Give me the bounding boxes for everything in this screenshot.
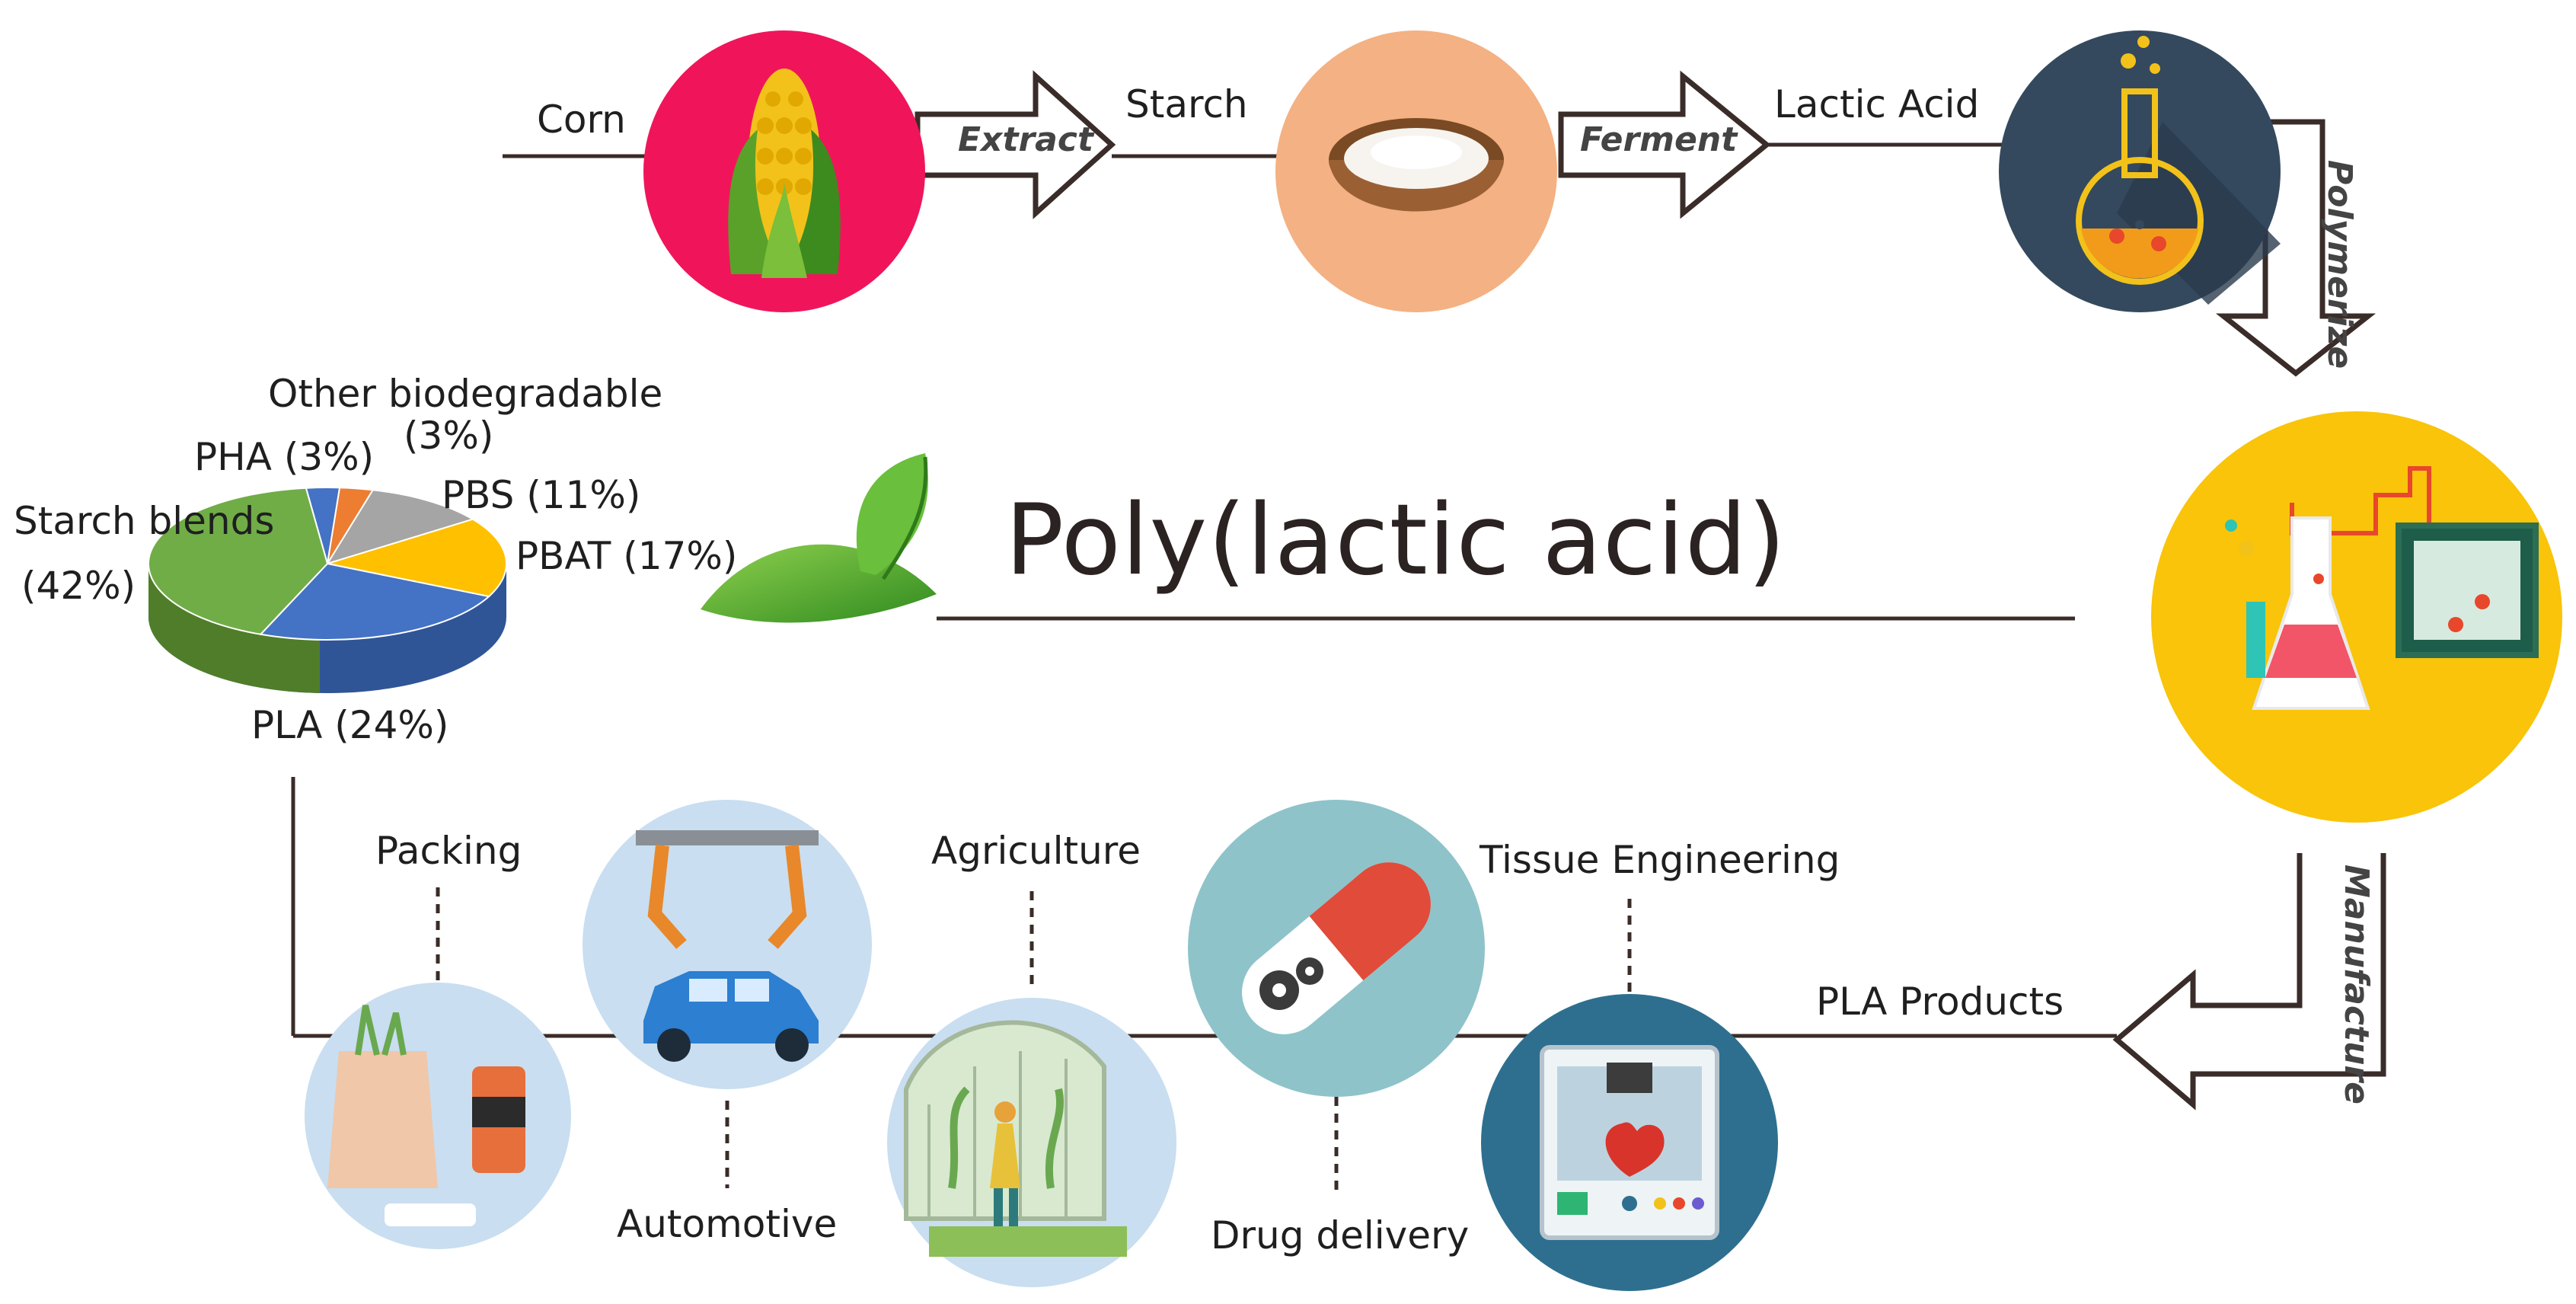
app-packing-label: Packing	[375, 829, 522, 873]
pie-label-other-line1: Other biodegradable	[268, 372, 663, 416]
lab-equipment-icon	[2151, 411, 2562, 823]
pie-label-pla: PLA (24%)	[251, 703, 449, 747]
stage-corn-label: Corn	[537, 97, 626, 142]
pie-label-starch-line1: Starch blends	[14, 499, 275, 543]
app-drug-delivery-label: Drug delivery	[1211, 1213, 1470, 1258]
stage-lactic-acid-label: Lactic Acid	[1774, 82, 1980, 126]
pie-label-other-line2: (3%)	[404, 414, 494, 458]
agriculture-icon	[887, 998, 1176, 1287]
pie-slice-pbs	[325, 489, 475, 565]
lactic-acid-flask-icon	[1999, 30, 2281, 312]
page-title: Poly(lactic acid)	[1005, 484, 1786, 597]
packing-icon	[305, 983, 571, 1249]
stage-pla-products-label: PLA Products	[1816, 980, 2064, 1024]
leaf-icon	[701, 453, 937, 623]
polymerize-label: Polymerize	[2320, 160, 2359, 369]
manufacture-arrow: Manufacture	[2112, 853, 2386, 1111]
extract-label: Extract	[958, 120, 1095, 159]
app-agriculture-label: Agriculture	[931, 829, 1141, 873]
app-automotive-label: Automotive	[617, 1202, 838, 1246]
pie-chart	[148, 487, 507, 693]
pie-label-pbs: PBS (11%)	[442, 473, 641, 517]
pie-slice-pbat	[327, 518, 507, 598]
automotive-icon	[583, 800, 872, 1089]
stage-starch-label: Starch	[1125, 82, 1248, 126]
pie-label-starch-line2: (42%)	[21, 564, 136, 608]
extract-arrow: Extract	[915, 70, 1116, 219]
dashed-connectors	[436, 887, 1632, 1192]
ferment-arrow: Ferment	[1558, 70, 1771, 219]
polymerize-arrow: Polymerize	[2215, 119, 2376, 377]
tissue-printer-icon	[1481, 994, 1778, 1291]
pie-label-pha: PHA (3%)	[194, 435, 375, 479]
pie-slices	[148, 487, 507, 641]
starch-bowl-icon	[1275, 30, 1557, 312]
app-tissue-engineering-label: Tissue Engineering	[1480, 838, 1840, 882]
pie-slice-pla	[259, 562, 491, 641]
bottom-connectors	[291, 777, 2117, 1038]
drug-capsule-icon	[1188, 800, 1485, 1097]
ferment-label: Ferment	[1580, 120, 1738, 159]
corn-icon	[643, 30, 925, 312]
pie-label-pbat: PBAT (17%)	[516, 534, 738, 578]
pie-slice-starch-blends	[148, 487, 329, 635]
manufacture-label: Manufacture	[2337, 865, 2376, 1104]
